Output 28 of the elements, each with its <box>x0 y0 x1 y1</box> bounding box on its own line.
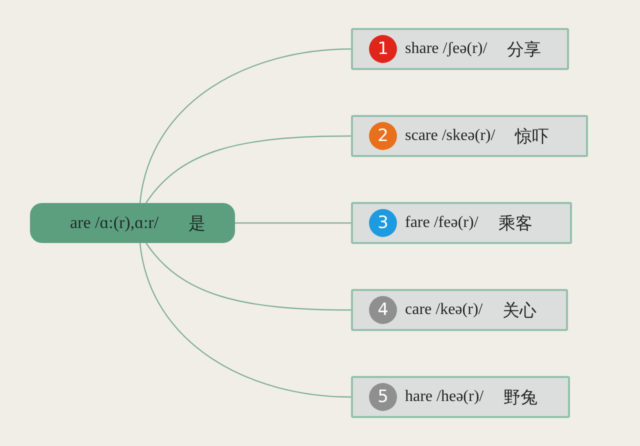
chinese-text: 分享 <box>507 38 542 60</box>
word-box <box>351 376 570 418</box>
number-badge: 2 <box>369 122 397 150</box>
chinese-text: 乘客 <box>498 212 532 234</box>
connector-line <box>235 222 351 224</box>
phonetic-text: share /ʃeə(r)/ <box>405 40 488 58</box>
phonetic-text: are /ɑ:(r),ɑ:r/ <box>70 213 159 233</box>
number-badge: 4 <box>369 296 397 324</box>
phonetic-text: fare /feə(r)/ <box>405 214 478 232</box>
number-badge: 3 <box>369 209 397 237</box>
connector-line <box>146 242 351 311</box>
chinese-text: 是 <box>188 212 206 234</box>
phonetic-text: hare /heə(r)/ <box>405 388 484 406</box>
chinese-text: 关心 <box>502 300 537 322</box>
phonetic-text: care /keə(r)/ <box>405 301 483 319</box>
phonetic-text: scare /skeə(r)/ <box>405 127 496 145</box>
word-box <box>351 202 572 244</box>
root-box <box>30 203 235 243</box>
number-badge: 1 <box>369 35 397 63</box>
word-box <box>351 115 588 157</box>
connector-line <box>139 242 352 398</box>
word-box <box>351 289 568 331</box>
number-badge: 5 <box>369 383 397 411</box>
connector-line <box>146 135 351 204</box>
chinese-text: 惊吓 <box>515 126 550 148</box>
chinese-text: 野兔 <box>504 386 538 408</box>
word-box <box>351 28 569 70</box>
connector-line <box>139 48 352 204</box>
